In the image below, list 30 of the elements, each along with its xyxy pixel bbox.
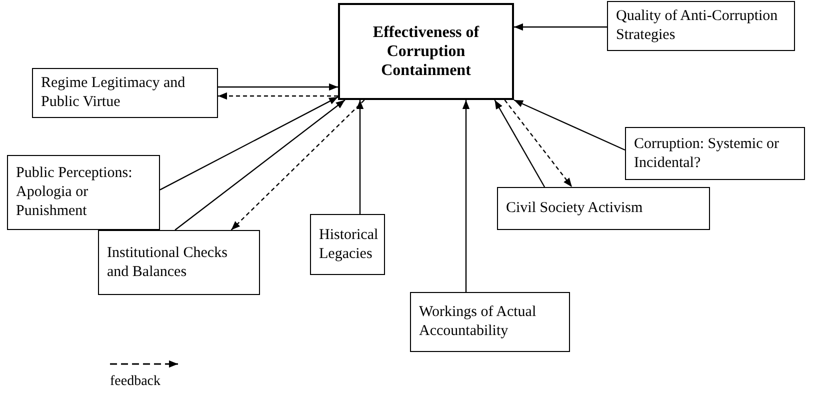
influence-arrow (174, 100, 346, 230)
feedback-arrow (230, 100, 365, 230)
influence-arrow (494, 100, 546, 188)
factor-label: Public Perceptions: Apologia or Punishment (16, 164, 134, 221)
factor-box (32, 68, 218, 118)
factor-label: Institutional Checks and Balances (107, 244, 228, 282)
factor-label: Civil Society Activism (506, 199, 643, 218)
factor-box (625, 127, 805, 180)
influence-arrow (514, 23, 607, 31)
factor-box (410, 292, 570, 352)
influence-arrow (218, 83, 338, 91)
influence-arrow (514, 99, 626, 151)
factor-box (98, 230, 260, 295)
factor-box (497, 187, 710, 230)
factor-label: Workings of Actual Accountability (419, 303, 538, 341)
influence-arrow (462, 100, 470, 292)
factor-label: Corruption: Systemic or Incidental? (634, 134, 780, 172)
influence-arrow (356, 100, 364, 214)
factor-box (607, 1, 795, 51)
factor-label: Quality of Anti-Corruption Strategies (616, 7, 779, 45)
influence-arrow (160, 96, 338, 190)
feedback-arrow (218, 92, 338, 100)
feedback-arrow (504, 100, 572, 188)
title-text: Effectiveness of Corruption Containment (372, 23, 480, 80)
factor-box (7, 155, 160, 230)
outcome-box (338, 3, 514, 100)
factor-label: Regime Legitimacy and Public Virtue (41, 74, 186, 112)
factor-box (310, 214, 385, 275)
legend-label: feedback (110, 374, 161, 390)
factor-label: Historical Legacies (319, 226, 378, 264)
